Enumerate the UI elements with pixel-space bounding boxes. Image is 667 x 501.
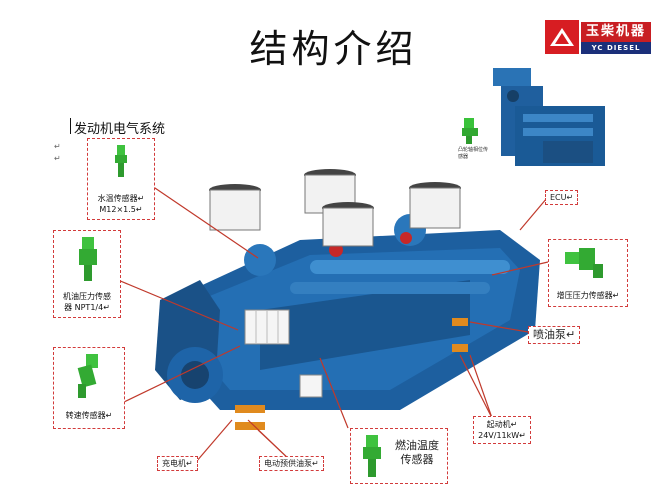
fuel-temp-sensor-icon — [363, 435, 381, 477]
speed-sensor-label: 转速传感器↵ — [65, 411, 113, 420]
boost-pressure-sensor-icon — [565, 248, 603, 278]
water-temp-sensor-callout: 水温传感器↵ M12×1.5↵ — [87, 138, 155, 220]
starter-callout: 起动机↵ 24V/11kW↵ — [473, 416, 531, 444]
camshaft-sensor-icon — [458, 118, 480, 144]
oil-pressure-sensor-icon — [79, 237, 97, 281]
speed-sensor-icon — [77, 354, 98, 398]
inset-caption-line1: 凸轮轴相位传 — [458, 147, 489, 153]
logo-brand-text: 玉柴机器 — [581, 22, 651, 42]
inset-caption: 凸轮轴相位传 感器 — [458, 147, 488, 161]
boost-pressure-sensor-callout: 增压压力传感器↵ — [548, 239, 628, 307]
page-title: 结构介绍 — [249, 27, 418, 71]
speed-sensor-callout: 转速传感器↵ — [53, 347, 125, 429]
section-heading: 发动机电气系统 — [69, 118, 165, 137]
water-temp-sensor-icon — [115, 145, 127, 177]
inset-engine-image — [453, 66, 628, 178]
oil-pressure-sensor-thread: 器 NPT1/4↵ — [64, 303, 110, 312]
engine-illustration — [140, 160, 570, 450]
fuel-temp-sensor-label: 燃油温度 传感器 — [389, 439, 445, 467]
alternator-callout: 充电机↵ — [157, 456, 198, 471]
fuel-temp-sensor-callout: 燃油温度 传感器 — [350, 428, 448, 484]
paragraph-marker: ↵ — [54, 154, 61, 163]
ecu-callout: ECU↵ — [545, 190, 579, 205]
boost-pressure-sensor-label: 增压压力传感器↵ — [556, 291, 620, 300]
logo-sub-text: YC DIESEL — [581, 42, 651, 54]
oil-pressure-sensor-label: 机油压力传感 — [63, 292, 111, 301]
paragraph-marker: ↵ — [54, 142, 61, 151]
starter-label: 起动机↵ — [486, 420, 518, 429]
water-temp-sensor-label: 水温传感器↵ — [97, 194, 145, 203]
yuchai-logo: 玉柴机器 YC DIESEL — [545, 20, 651, 54]
fuel-temp-sensor-line2: 传感器 — [400, 453, 434, 466]
inset-caption-line2: 感器 — [458, 154, 469, 160]
starter-rating: 24V/11kW↵ — [478, 431, 526, 440]
fuel-temp-sensor-line1: 燃油温度 — [395, 439, 439, 452]
water-temp-sensor-thread: M12×1.5↵ — [99, 205, 143, 214]
logo-mark-icon — [545, 20, 579, 54]
injection-pump-callout: 喷油泵↵ — [528, 326, 581, 344]
oil-pressure-sensor-callout: 机油压力传感 器 NPT1/4↵ — [53, 230, 121, 318]
fuel-feed-pump-callout: 电动预供油泵↵ — [259, 456, 324, 471]
